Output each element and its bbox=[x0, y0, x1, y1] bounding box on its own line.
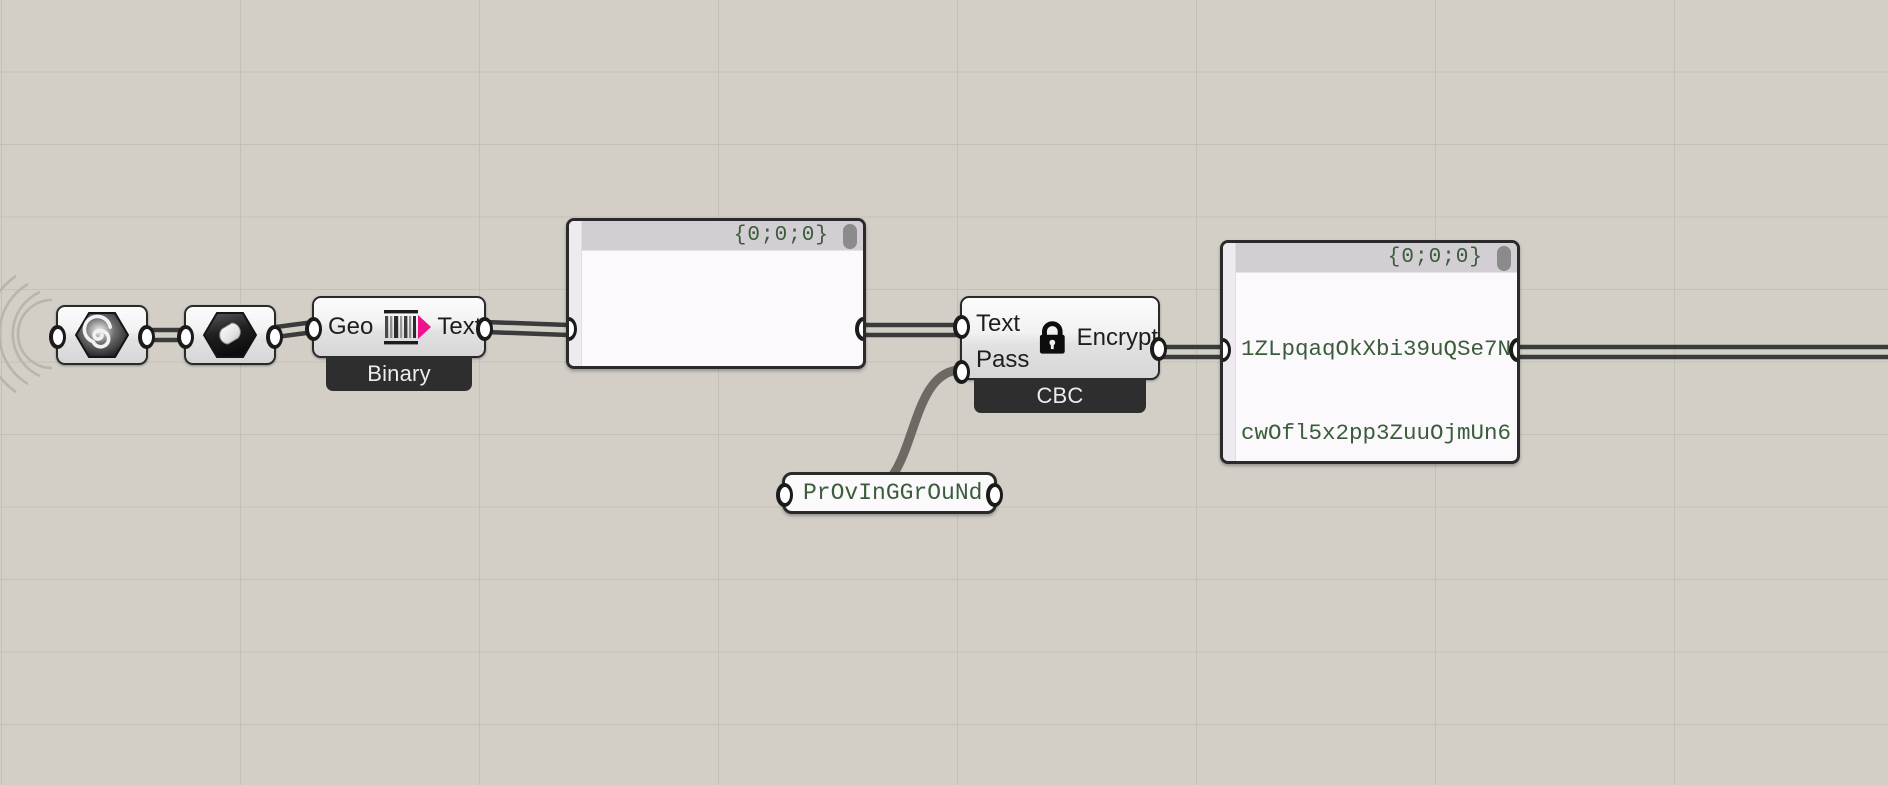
spiral-hexagon-icon bbox=[75, 312, 129, 358]
password-value: PrOvInGGrOuNd bbox=[803, 480, 983, 506]
port-out[interactable] bbox=[138, 325, 155, 349]
param-node-brep[interactable] bbox=[177, 305, 283, 365]
encrypt-input-label-text: Text bbox=[976, 310, 1021, 337]
panel-scrollbar-thumb[interactable] bbox=[1497, 246, 1511, 271]
panel-header: {0;0;0} bbox=[569, 221, 863, 251]
panel-cipher-output[interactable]: {0;0;0} 1ZLpqaqOkXbi39uQSe7N cwOfl5x2pp3… bbox=[1220, 240, 1520, 464]
encrypt-name: Encrypt bbox=[1076, 324, 1158, 351]
binary-output-label: Text bbox=[437, 313, 482, 340]
port-geo-in[interactable] bbox=[305, 317, 322, 341]
panel-text-content: □VWT□^□□□e!4M@¥š ½- @L"□HHX•‡€□iR¤□J¤J Ê… bbox=[569, 251, 863, 366]
encrypt-input-label-pass: Pass bbox=[976, 346, 1030, 373]
panel-header: {0;0;0} bbox=[1223, 243, 1517, 273]
port-text-out[interactable] bbox=[476, 317, 493, 341]
panel-scrollbar-thumb[interactable] bbox=[843, 224, 857, 249]
port-out[interactable] bbox=[986, 483, 1003, 507]
panel-line: □VWT□^□□□e!4M@¥š ½- bbox=[587, 365, 863, 366]
wire-cipher-to-offscreen bbox=[1520, 344, 1888, 360]
port-pass-in[interactable] bbox=[953, 360, 970, 384]
port-out[interactable] bbox=[1509, 338, 1517, 362]
component-binary[interactable]: Geo Text Binary bbox=[305, 296, 493, 391]
panel-binary-text[interactable]: {0;0;0} □VWT□^□□□e!4M@¥š ½- @L"□HHX•‡€□i… bbox=[566, 218, 866, 369]
panel-password[interactable]: PrOvInGGrOuNd bbox=[776, 472, 1003, 514]
param-node-spiral[interactable] bbox=[49, 305, 155, 365]
wire-binary-to-panel bbox=[485, 319, 569, 338]
port-text-in[interactable] bbox=[953, 315, 970, 339]
brep-hexagon-icon bbox=[203, 312, 257, 358]
port-in[interactable] bbox=[49, 325, 66, 349]
wire-panel-to-encrypt-text bbox=[866, 322, 958, 338]
encrypt-nickname: CBC bbox=[974, 379, 1146, 413]
port-out[interactable] bbox=[1150, 337, 1167, 361]
port-in[interactable] bbox=[569, 317, 577, 341]
port-out[interactable] bbox=[855, 317, 863, 341]
port-in[interactable] bbox=[776, 483, 793, 507]
panel-text-content: 1ZLpqaqOkXbi39uQSe7N cwOfl5x2pp3ZuuOjmUn… bbox=[1223, 273, 1517, 461]
component-encrypt[interactable]: Text Pass Encrypt CBC bbox=[953, 296, 1167, 413]
panel-line: cwOfl5x2pp3ZuuOjmUn6 bbox=[1241, 420, 1512, 446]
wire-encrypt-to-cipher bbox=[1160, 344, 1222, 360]
wireless-receiver-arcs bbox=[0, 274, 53, 394]
binary-input-label: Geo bbox=[328, 313, 374, 340]
binary-nickname: Binary bbox=[326, 357, 472, 391]
panel-line: 1ZLpqaqOkXbi39uQSe7N bbox=[1241, 336, 1512, 362]
port-in[interactable] bbox=[177, 325, 194, 349]
port-out[interactable] bbox=[266, 325, 283, 349]
padlock-icon bbox=[1039, 321, 1065, 354]
barcode-icon bbox=[384, 310, 432, 345]
port-in[interactable] bbox=[1223, 338, 1231, 362]
panel-gutter bbox=[569, 221, 582, 366]
panel-path-label: {0;0;0} bbox=[1387, 246, 1483, 269]
panel-path-label: {0;0;0} bbox=[733, 224, 829, 247]
